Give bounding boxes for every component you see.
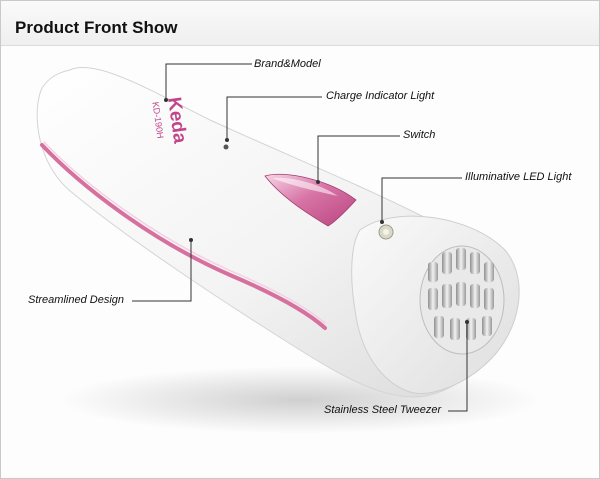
leader-led	[381, 177, 462, 222]
pink-accent-line	[40, 143, 327, 330]
charge-indicator-dot	[223, 144, 229, 150]
tweezer-discs	[428, 248, 494, 340]
led-light-center	[383, 229, 389, 235]
tweezer-head	[419, 245, 505, 355]
leader-lines	[132, 63, 469, 412]
leader-charge	[226, 96, 322, 140]
callout-charge-indicator: Charge Indicator Light	[326, 90, 435, 102]
leader-streamlined	[132, 240, 192, 302]
brand-logo: Keda KD-190H	[150, 96, 190, 145]
switch-shine	[272, 177, 338, 196]
callout-tweezer: Stainless Steel Tweezer	[324, 404, 442, 416]
callout-brand-model: Brand&Model	[254, 58, 321, 70]
callout-streamlined: Streamlined Design	[28, 294, 124, 306]
switch-button	[264, 173, 357, 227]
leader-brand	[165, 63, 252, 100]
callout-led-light: Illuminative LED Light	[465, 171, 572, 183]
header-bar: Product Front Show	[1, 1, 599, 46]
callout-switch: Switch	[403, 129, 436, 141]
page-title: Product Front Show	[15, 18, 178, 37]
leader-switch	[317, 135, 400, 182]
pink-accent-highlight	[43, 141, 326, 324]
leader-tweezer	[448, 322, 468, 412]
